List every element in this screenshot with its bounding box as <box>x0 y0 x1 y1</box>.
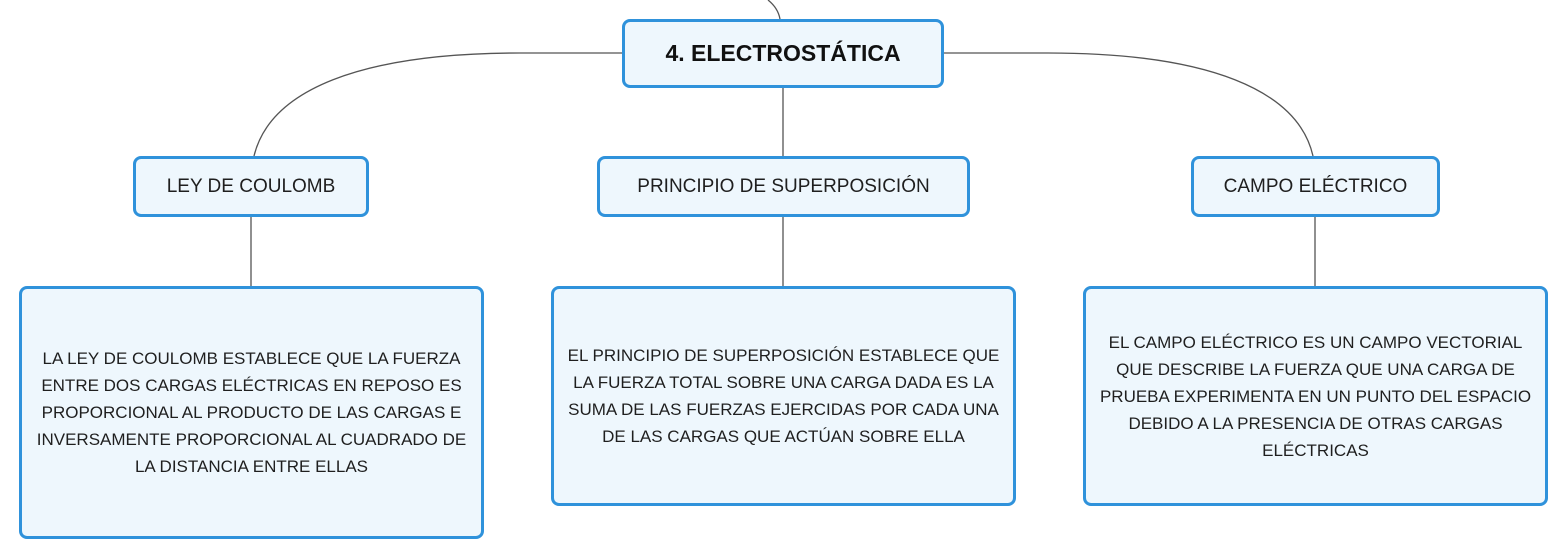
description-campo-electrico[interactable]: EL CAMPO ELÉCTRICO ES UN CAMPO VECTORIAL… <box>1083 286 1548 506</box>
description-ley-de-coulomb[interactable]: LA LEY DE COULOMB ESTABLECE QUE LA FUERZ… <box>19 286 484 539</box>
connector-parent-to-root <box>767 0 781 20</box>
topic-label: LEY DE COULOMB <box>166 175 336 197</box>
description-text: EL CAMPO ELÉCTRICO ES UN CAMPO VECTORIAL… <box>1099 332 1532 460</box>
topic-label: CAMPO ELÉCTRICO <box>1223 175 1408 197</box>
connector-root-to-ley-de-coulomb <box>253 52 622 157</box>
topic-ley-de-coulomb[interactable]: LEY DE COULOMB <box>133 156 369 217</box>
topic-label: PRINCIPIO DE SUPERPOSICIÓN <box>637 175 930 197</box>
description-text: LA LEY DE COULOMB ESTABLECE QUE LA FUERZ… <box>36 349 467 476</box>
topic-principio-de-superposicion[interactable]: PRINCIPIO DE SUPERPOSICIÓN <box>597 156 970 217</box>
connector-root-to-campo-electrico <box>944 52 1314 157</box>
root-topic-electrostatica[interactable]: 4. ELECTROSTÁTICA <box>622 19 944 88</box>
root-topic-label: 4. ELECTROSTÁTICA <box>665 40 901 66</box>
topic-campo-electrico[interactable]: CAMPO ELÉCTRICO <box>1191 156 1440 217</box>
description-principio-de-superposicion[interactable]: EL PRINCIPIO DE SUPERPOSICIÓN ESTABLECE … <box>551 286 1016 506</box>
description-text: EL PRINCIPIO DE SUPERPOSICIÓN ESTABLECE … <box>567 346 1000 446</box>
